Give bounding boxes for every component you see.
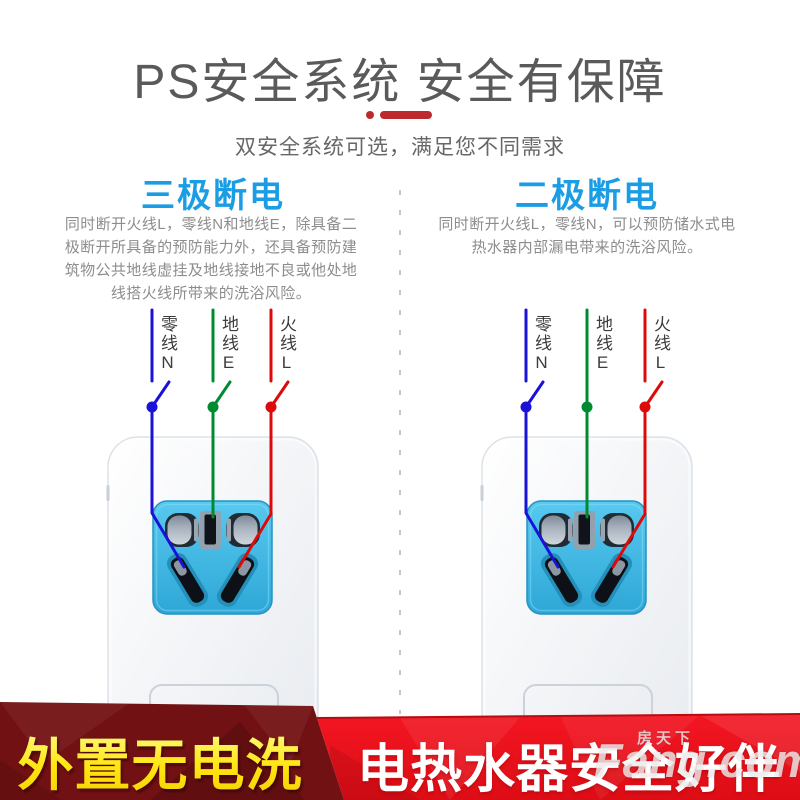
wire-label-live-left: 火线L: [277, 315, 296, 374]
bright-red-banner: [317, 714, 800, 800]
accent-dot-icon: [366, 111, 374, 119]
wire-label-ground-right: 地线E: [593, 315, 612, 374]
banner-left-slogan: 外置无电洗: [12, 721, 308, 800]
watermark-logo: Fang.com: [594, 734, 800, 787]
bottom-banner: [0, 702, 800, 800]
live-wire-right: [611, 308, 664, 569]
page-title: PS安全系统 安全有保障: [133, 56, 667, 109]
neutral-wire-left: [146, 308, 186, 569]
live-wire-left: [237, 308, 290, 569]
dark-red-banner: [0, 702, 344, 800]
wires-left: [146, 308, 290, 569]
left-column-heading: 三极断电: [141, 177, 285, 215]
left-column-description: 同时断开火线L，零线N和地线E，除具备二极断开所具备的预防能力外，还具备预防建筑…: [64, 216, 358, 302]
wire-label-neutral-right: 零线N: [532, 315, 551, 374]
wires-right: [520, 308, 664, 569]
ground-wire-left: [207, 308, 232, 519]
neutral-wire-right: [520, 308, 560, 569]
wire-label-live-right: 火线L: [651, 315, 670, 374]
wire-label-neutral-left: 零线N: [158, 315, 177, 374]
watermark-site-name: 房天下: [637, 730, 695, 747]
ground-wire-right: [581, 308, 593, 519]
right-column-description: 同时断开火线L，零线N，可以预防储水式电热水器内部漏电带来的洗浴风险。: [438, 216, 736, 256]
page-subtitle: 双安全系统可选，满足您不同需求: [235, 136, 565, 159]
accent-bar-icon: [380, 111, 432, 119]
wire-label-ground-left: 地线E: [219, 315, 238, 374]
right-column-heading: 二极断电: [515, 177, 659, 215]
banner-right-slogan: 电热水器安全好伴侣: [356, 741, 781, 799]
